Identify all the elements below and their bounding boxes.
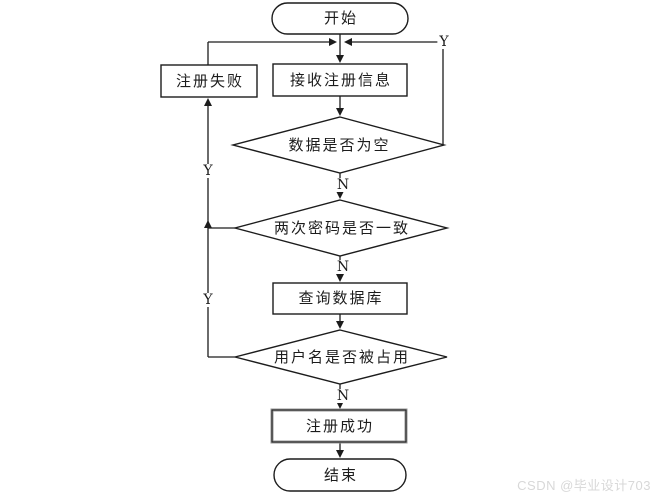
edge-label-yes-data-empty: Y: [437, 34, 451, 50]
query-database-process-shape: [272, 282, 408, 315]
connector-lines: [207, 34, 444, 451]
register-success-process-inner-border: [271, 409, 407, 443]
data-empty-decision-shape: [230, 116, 447, 174]
username-taken-decision-label: 用户名是否被占用: [273, 347, 410, 366]
edge-label-no-username-taken: N: [334, 388, 352, 404]
edge-label-yes-password-match: Y: [201, 163, 215, 179]
register-success-process-label: 注册成功: [305, 416, 374, 435]
edge-label-no-data-empty: N: [334, 177, 352, 193]
password-match-decision-label: 两次密码是否一致: [273, 218, 410, 237]
data-empty-decision-label: 数据是否为空: [288, 135, 391, 154]
start-terminal-label: 开始: [323, 9, 358, 27]
start-terminal-shape: [271, 2, 409, 35]
end-terminal-label: 结束: [323, 465, 358, 484]
receive-info-process-shape: [272, 63, 408, 97]
edge-label-no-password-match: N: [334, 259, 352, 275]
csdn-watermark: CSDN @毕业设计703: [517, 478, 651, 493]
register-fail-process-label: 注册失败: [175, 71, 244, 90]
receive-info-process-label: 接收注册信息: [289, 70, 392, 89]
end-terminal-shape: [273, 458, 407, 492]
password-match-decision-shape: [232, 199, 450, 257]
register-fail-process-shape: [160, 64, 258, 98]
username-taken-decision-shape: [234, 329, 448, 385]
arrowheads: [204, 38, 352, 458]
query-database-process-label: 查询数据库: [298, 289, 384, 307]
edge-label-yes-username-taken: Y: [201, 292, 215, 308]
